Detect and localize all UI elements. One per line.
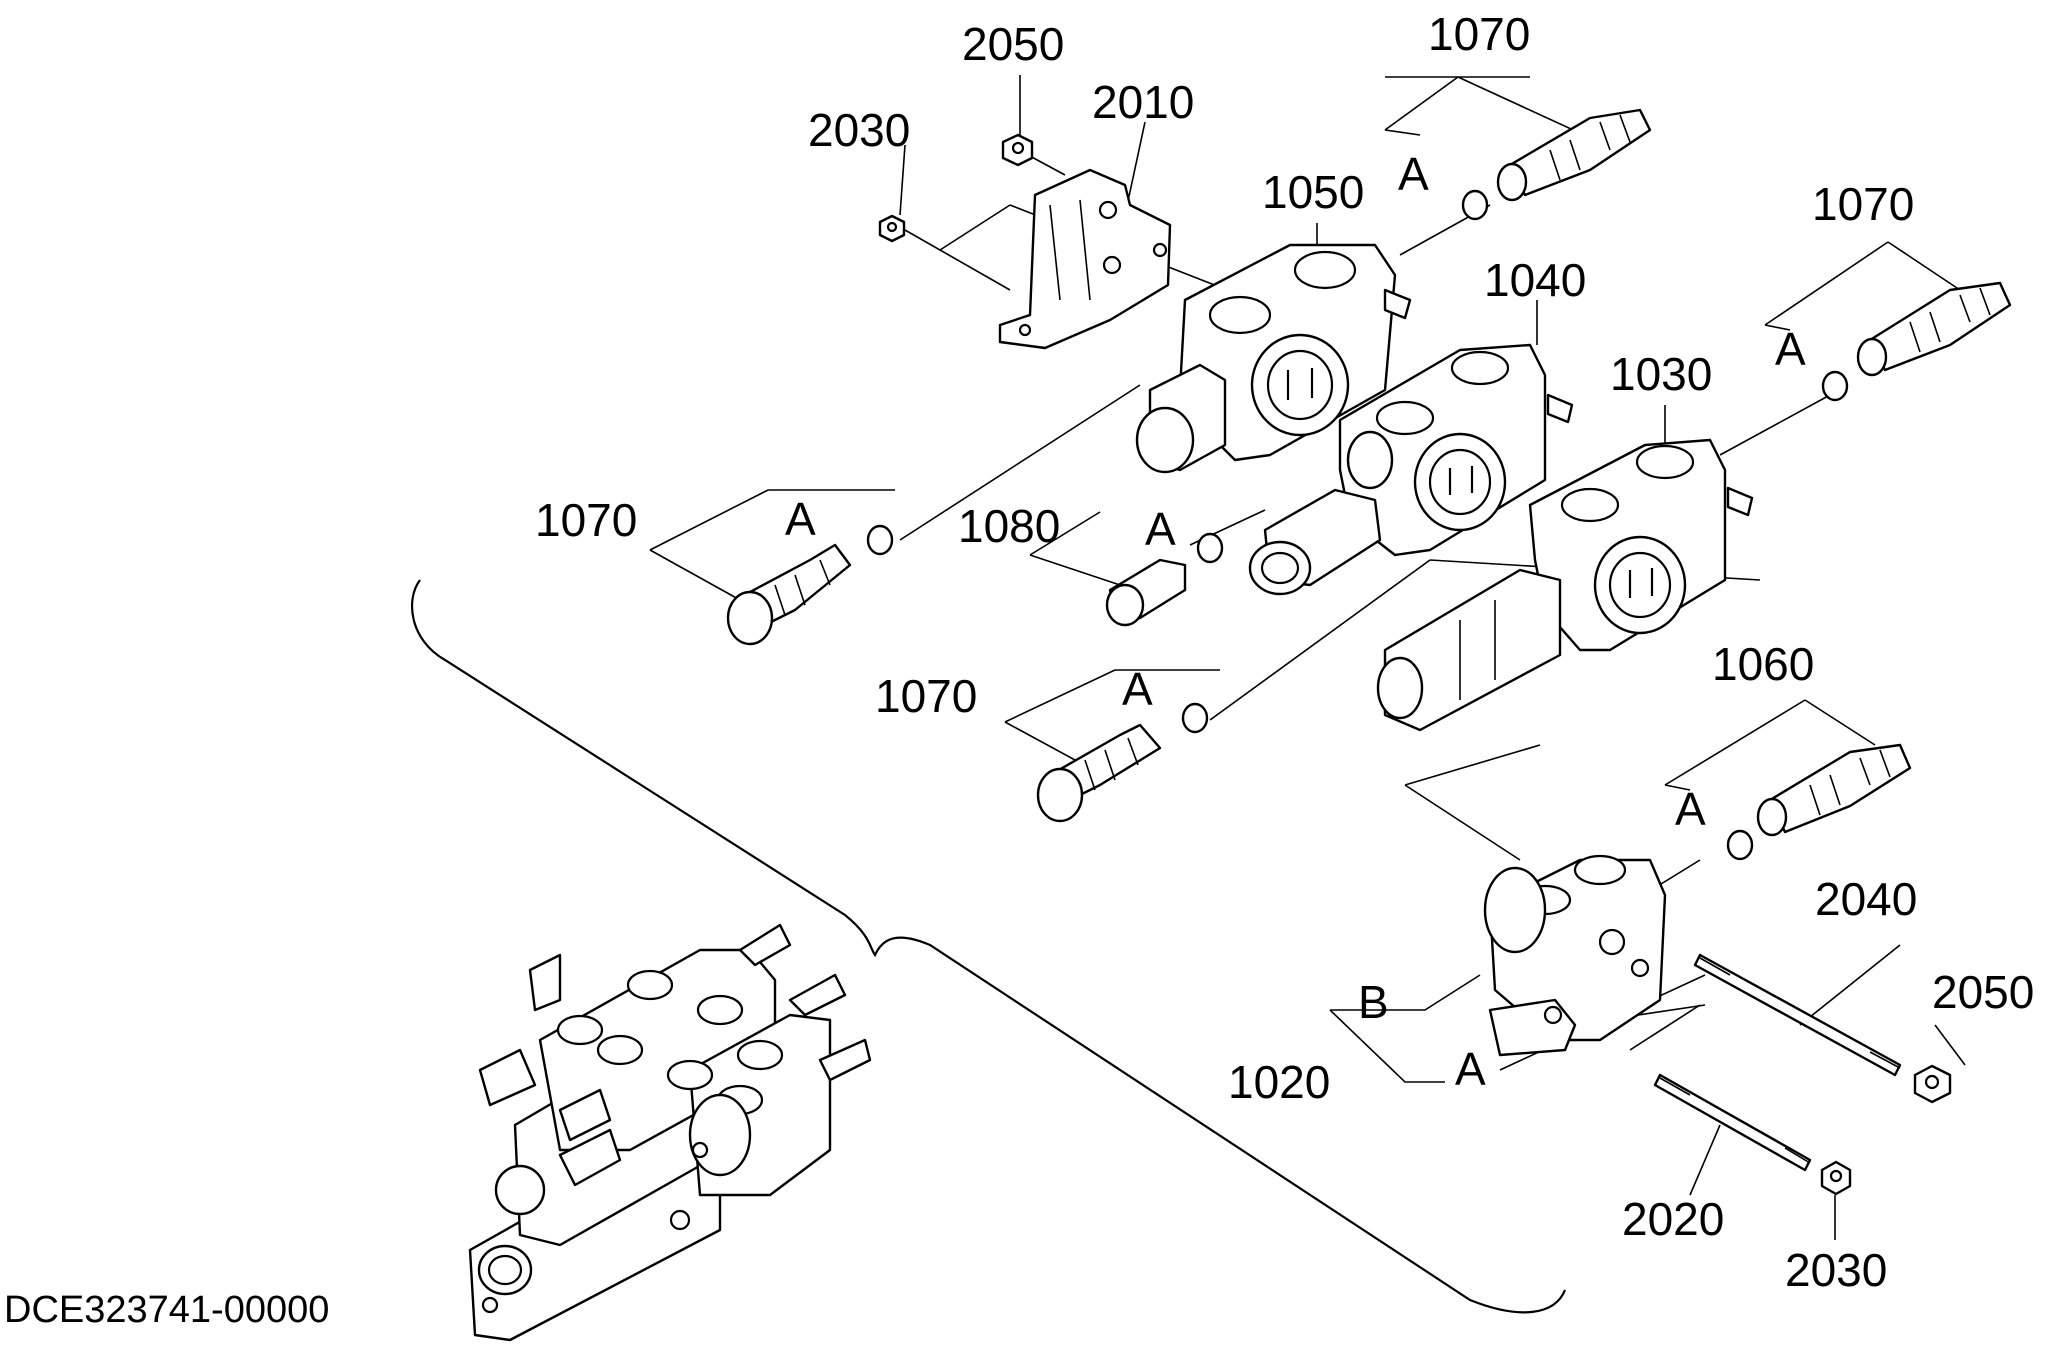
letter-markers: A A A A A A B A: [785, 148, 1806, 1095]
callout-1050: 1050: [1262, 166, 1364, 218]
callout-1020: 1020: [1228, 1056, 1330, 1108]
tie-rod-2040: [1693, 953, 1902, 1077]
relief-valve-1070-top: [1461, 108, 1652, 221]
callout-1040: 1040: [1484, 254, 1586, 306]
relief-valve-1070-right: [1821, 281, 2012, 402]
letter-a-top: A: [1398, 148, 1429, 200]
callout-1030: 1030: [1610, 348, 1712, 400]
callout-2050-bottom: 2050: [1932, 966, 2034, 1018]
valve-section-1050: [1135, 243, 1412, 474]
relief-valve-1070-left: [726, 524, 894, 646]
letter-a-right: A: [1775, 323, 1806, 375]
callout-2010: 2010: [1092, 76, 1194, 128]
letter-a-lower: A: [1122, 663, 1153, 715]
nut-2030-bottom: [1820, 1160, 1852, 1196]
letter-a-left: A: [785, 493, 816, 545]
assembled-valve-view: [468, 923, 872, 1342]
callout-labels: 2050 2010 2030 1070 1050 1040 1070 1030 …: [535, 8, 2034, 1296]
callout-1080: 1080: [958, 500, 1060, 552]
nut-2050-bottom: [1913, 1064, 1952, 1104]
callout-2030-top: 2030: [808, 104, 910, 156]
assembly-brace: [410, 579, 1567, 1314]
callout-2050-top: 2050: [962, 18, 1064, 70]
callout-1070-top: 1070: [1428, 8, 1530, 60]
relief-valve-1070-lower: [1036, 702, 1209, 823]
relief-valve-1060: [1726, 743, 1912, 861]
nut-2050-top: [1001, 133, 1034, 167]
callout-1070-left: 1070: [535, 494, 637, 546]
valve-section-1040: [1248, 343, 1574, 596]
letter-a-1020: A: [1455, 1043, 1486, 1095]
bracket-2010: [998, 168, 1172, 350]
callout-2030-bottom: 2030: [1785, 1244, 1887, 1296]
tie-rod-2020: [1653, 1073, 1812, 1172]
drawing-reference: DCE323741-00000: [4, 1289, 329, 1331]
callout-1070-right: 1070: [1812, 178, 1914, 230]
letter-a-1080: A: [1145, 503, 1176, 555]
callout-2040: 2040: [1815, 873, 1917, 925]
letter-b-1020: B: [1358, 976, 1389, 1028]
plug-1080: [1105, 532, 1224, 627]
callout-1070-lower: 1070: [875, 670, 977, 722]
nut-2030-top: [878, 214, 906, 243]
inlet-section-1020: [1483, 854, 1667, 1057]
letter-a-1060: A: [1675, 783, 1706, 835]
callout-1060: 1060: [1712, 638, 1814, 690]
valve-section-1030: [1376, 438, 1754, 732]
callout-2020: 2020: [1622, 1193, 1724, 1245]
